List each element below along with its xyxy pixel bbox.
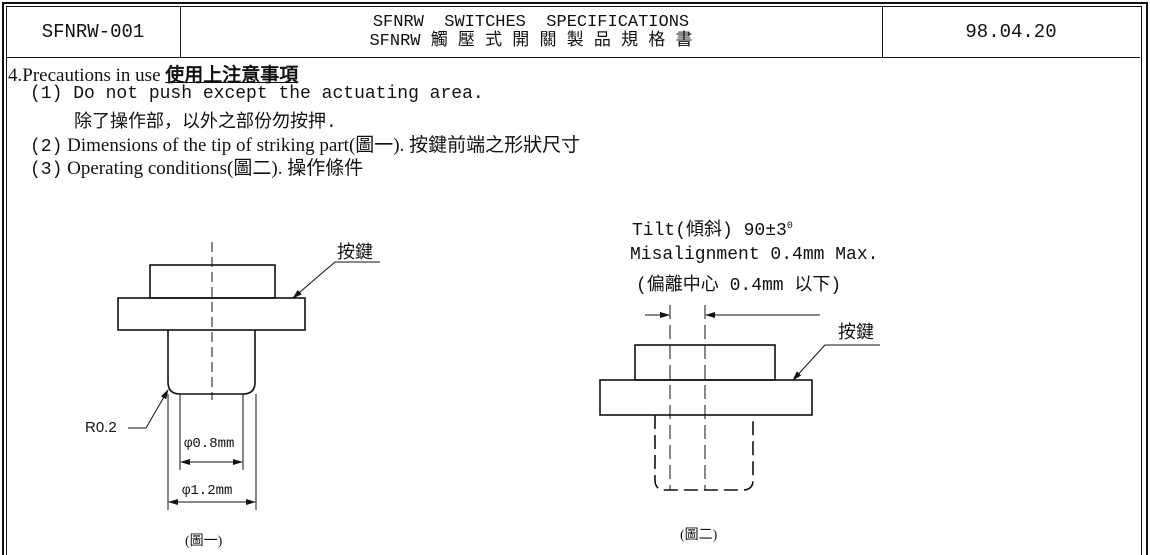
- fig2-caption: (圖二): [680, 528, 718, 543]
- section-heading: 4.Precautions in use 使用上注意事項: [8, 60, 298, 87]
- tilt-text: Tilt(傾斜) 90±3: [632, 221, 787, 241]
- item-text: Do not push except the actuating area.: [73, 84, 484, 104]
- item-num: (3): [30, 160, 63, 180]
- figure2-drawing: [599, 305, 880, 491]
- doc-date: 98.04.20: [965, 20, 1057, 43]
- inner-border: [6, 6, 1142, 555]
- item-num: (2): [30, 137, 63, 157]
- heading-en: 4.Precautions in use: [8, 65, 161, 86]
- fig1-key-label: 按鍵: [337, 242, 373, 262]
- fig1-caption: (圖一): [185, 534, 223, 549]
- figure1-drawing: [117, 242, 380, 510]
- fig2-key-label: 按鍵: [838, 322, 874, 342]
- fig1-radius: R0.2: [85, 419, 117, 436]
- fig2-misalignment-zh: (偏離中心 0.4mm 以下): [636, 276, 842, 296]
- fig2-tilt: Tilt(傾斜) 90±30: [632, 215, 793, 241]
- item-text: Dimensions of the tip of striking part(圖…: [67, 135, 581, 156]
- fig1-dim-inner: φ0.8mm: [184, 436, 235, 452]
- doc-title: SFNRW SWITCHES SPECIFICATIONS SFNRW 觸 壓 …: [180, 6, 883, 57]
- title-zh: SFNRW 觸 壓 式 開 關 製 品 規 格 書: [369, 31, 693, 51]
- fig1-dim-outer: φ1.2mm: [182, 483, 233, 499]
- item-1-zh: 除了操作部，以外之部份勿按押.: [74, 113, 337, 133]
- title-en: SFNRW SWITCHES SPECIFICATIONS: [372, 12, 690, 32]
- header-row: SFNRW-001 SFNRW SWITCHES SPECIFICATIONS …: [6, 6, 1140, 58]
- heading-zh: 使用上注意事項: [165, 65, 299, 86]
- doc-id: SFNRW-001: [6, 6, 181, 57]
- fig2-misalignment: Misalignment 0.4mm Max.: [630, 245, 879, 265]
- item-3: (3) Operating conditions(圖二). 操作條件: [30, 153, 363, 180]
- tilt-degree: 0: [786, 221, 793, 232]
- item-num: (1): [30, 84, 63, 104]
- item-text: Operating conditions(圖二). 操作條件: [67, 158, 364, 179]
- item-2: (2) Dimensions of the tip of striking pa…: [30, 130, 580, 157]
- item-1: (1) Do not push except the actuating are…: [30, 84, 484, 104]
